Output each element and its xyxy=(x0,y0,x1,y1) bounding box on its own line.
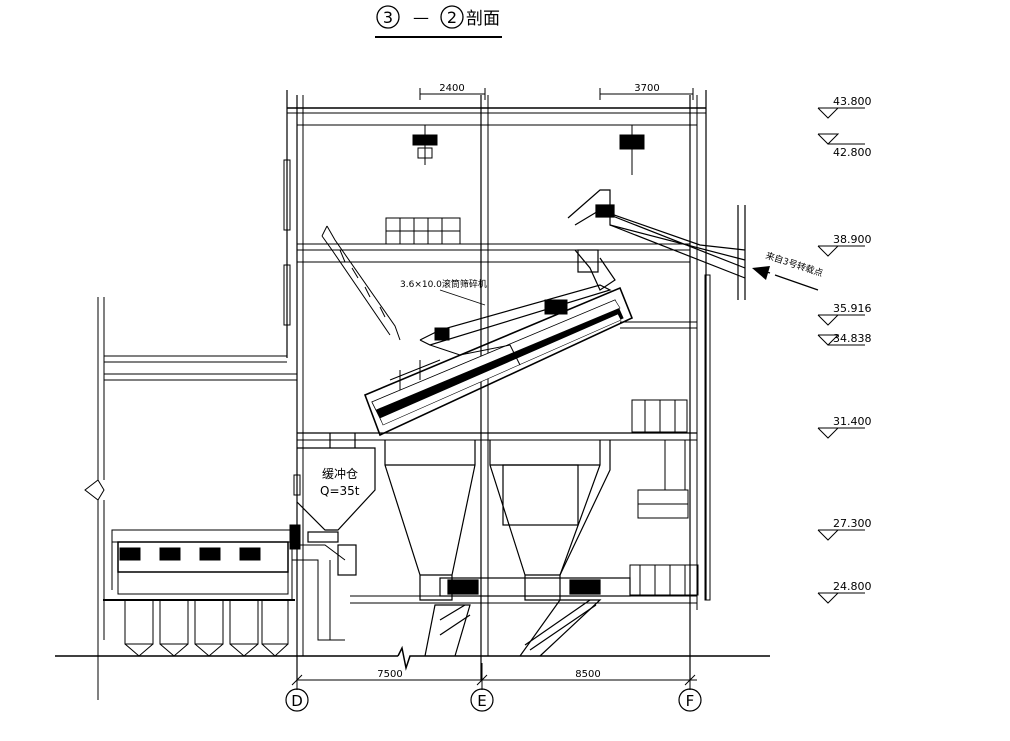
elevation-label: 27.300 xyxy=(833,517,872,530)
buffer-bin xyxy=(296,433,376,576)
axis-e-label: E xyxy=(477,692,486,710)
crusher-label: 3.6×10.0滚筒筛碎机 xyxy=(400,278,487,290)
building-frame xyxy=(55,90,770,680)
buffer-bin-capacity: Q=35t xyxy=(320,484,360,498)
crusher-leader xyxy=(439,289,486,306)
buffer-bin-name: 缓冲仓 xyxy=(322,466,358,481)
elevation-label: 34.838 xyxy=(833,332,872,345)
hoist-right xyxy=(619,125,645,175)
axis-d-label: D xyxy=(291,692,303,710)
dim-bottom-right: 8500 xyxy=(575,669,600,680)
conveyor-source-label: 来自3号转载点 xyxy=(764,249,825,279)
annex-building xyxy=(84,297,297,700)
axis-f-label: F xyxy=(686,692,695,710)
title-mark-right: 2 xyxy=(447,8,457,27)
conveyor-source-arrow xyxy=(752,266,819,291)
drum-crusher xyxy=(321,217,634,437)
title-circle-right xyxy=(440,5,464,29)
dim-top-left: 2400 xyxy=(439,83,464,94)
title-text: 剖面 xyxy=(466,9,500,29)
title-mark-left: 3 xyxy=(383,8,393,27)
elevation-label: 38.900 xyxy=(833,233,872,246)
elevation-label: 35.916 xyxy=(833,302,872,315)
title-dash: — xyxy=(413,8,429,27)
incoming-conveyor xyxy=(567,189,746,300)
hoppers xyxy=(384,440,631,657)
elevation-marks xyxy=(817,107,865,604)
screening-equipment xyxy=(103,524,346,657)
elevation-label: 43.800 xyxy=(833,95,872,108)
dim-top-right: 3700 xyxy=(634,83,659,94)
elevation-label: 31.400 xyxy=(833,415,872,428)
top-dimensions xyxy=(419,88,694,100)
elevation-label: 24.800 xyxy=(833,580,872,593)
dim-bottom-left: 7500 xyxy=(377,669,402,680)
bottom-dimensions xyxy=(291,663,697,690)
axis-bubbles xyxy=(285,688,702,712)
elevation-label: 42.800 xyxy=(833,146,872,159)
title-circle-left xyxy=(376,5,400,29)
stair-platforms xyxy=(629,274,711,601)
hoist-left xyxy=(412,125,438,165)
drawing-title: 3 — 2 剖面 xyxy=(375,5,502,38)
